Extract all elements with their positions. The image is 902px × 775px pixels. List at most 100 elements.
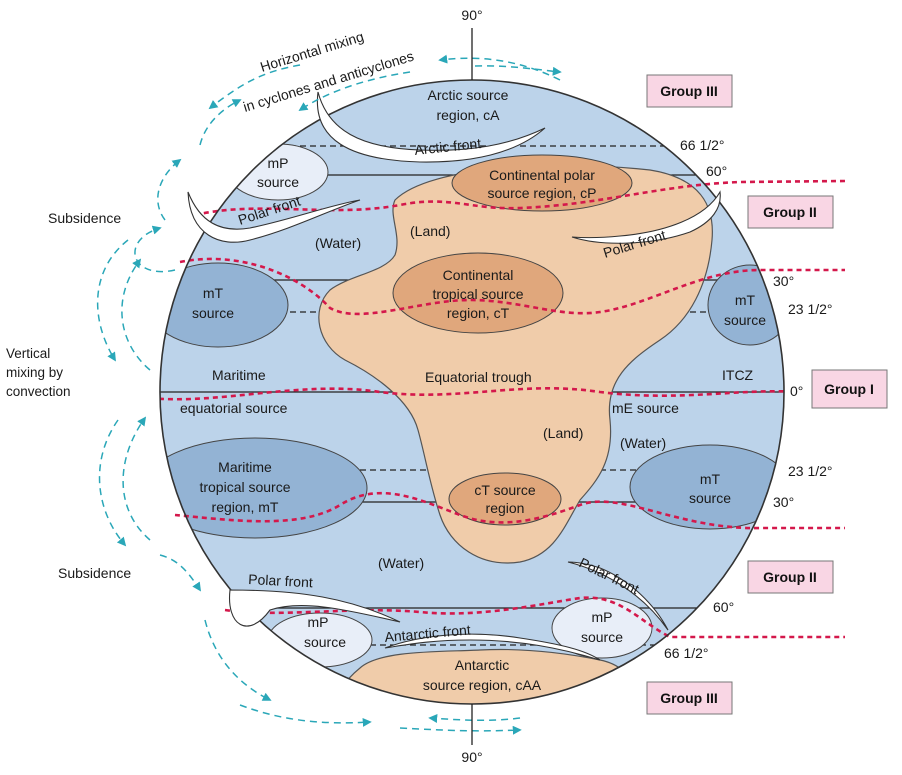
arctic-label-l2: region, cA <box>436 107 500 123</box>
polar-front-ne-shape <box>571 190 721 244</box>
arrow-h5 <box>199 99 242 146</box>
lat-60s-label: 60° <box>713 599 734 615</box>
antarctic-front-label: Antarctic front <box>384 622 472 645</box>
cp-ellipse <box>451 154 633 212</box>
group-iii-bottom-box: Group III <box>646 681 733 715</box>
arrow-s1 <box>157 158 182 221</box>
ct-l1: Continental <box>443 267 514 283</box>
axis-bottom-label: 90° <box>461 749 482 765</box>
lat-23n-label: 23 1/2° <box>788 301 833 317</box>
svg-text:Group III: Group III <box>660 690 718 706</box>
polar-front-sw-shape <box>229 589 401 627</box>
mt-sw-ellipse <box>160 437 368 539</box>
arrow-h2 <box>298 71 411 111</box>
arrow-v4 <box>122 416 151 541</box>
ct-ellipse <box>392 252 564 334</box>
mp-sw-l1: mP <box>308 614 329 630</box>
mt-ne-l2: source <box>724 312 766 328</box>
ct-l3: region, cT <box>447 305 510 321</box>
circulation-arrows <box>96 54 562 735</box>
arrow-v1 <box>96 239 129 362</box>
arctic-label-l1: Arctic source <box>428 87 509 103</box>
front-30s <box>174 491 845 530</box>
itcz-line <box>160 387 784 401</box>
arctic-front-label: Arctic front <box>414 135 482 158</box>
antarctic-l2: source region, cAA <box>423 677 542 693</box>
antarctic-l1: Antarctic <box>455 657 509 673</box>
axis-top-label: 90° <box>461 7 482 23</box>
mt-se-ellipse <box>629 444 784 530</box>
arrow-s2 <box>134 225 176 273</box>
lat-66s-label: 66 1/2° <box>664 645 709 661</box>
arrow-s3 <box>159 554 201 592</box>
group-iii-top-box: Group III <box>646 74 733 108</box>
mp-nw-ellipse <box>227 143 329 201</box>
svg-text:Group I: Group I <box>824 381 874 397</box>
vertical-mixing-l1: Vertical <box>6 346 50 361</box>
cp-l1: Continental polar <box>489 167 595 183</box>
mp-sw-l2: source <box>304 634 346 650</box>
lat-23s-label: 23 1/2° <box>788 463 833 479</box>
mt-nw-l1: mT <box>203 285 224 301</box>
maritime-label: Maritime <box>212 367 266 383</box>
me-source-label: mE source <box>612 400 679 416</box>
arrow-h3 <box>208 64 301 110</box>
water-s-label: (Water) <box>378 555 424 571</box>
mt-se-l2: source <box>689 490 731 506</box>
ct-l2: tropical source <box>432 286 523 302</box>
lat-30n-label: 30° <box>773 273 794 289</box>
lat-0-label: 0° <box>790 383 803 399</box>
front-60n <box>194 179 846 217</box>
ct-s-l2: region <box>486 500 525 516</box>
group-ii-bottom-box: Group II <box>747 560 834 594</box>
arrow-b4 <box>428 713 521 723</box>
cp-l2: source region, cP <box>488 185 597 201</box>
lat-66n-label: 66 1/2° <box>680 137 725 153</box>
arrow-v3 <box>98 419 127 547</box>
polar-front-nw-shape <box>187 191 361 243</box>
mt-nw-l2: source <box>192 305 234 321</box>
water-s-right-label: (Water) <box>620 435 666 451</box>
mt-nw-ellipse <box>160 262 289 348</box>
group-i-box: Group I <box>811 369 888 409</box>
land-s-label: (Land) <box>543 425 583 441</box>
mt-ne-l1: mT <box>735 292 756 308</box>
eq-trough-label: Equatorial trough <box>425 369 532 385</box>
svg-text:Group III: Group III <box>660 83 718 99</box>
land-n-label: (Land) <box>410 223 450 239</box>
ct-s-ellipse <box>448 472 562 526</box>
antarctic-front-shape <box>384 633 601 661</box>
subsidence-top: Subsidence <box>48 210 121 226</box>
svg-text:Group II: Group II <box>763 204 817 220</box>
eq-source-label: equatorial source <box>180 400 288 416</box>
arrow-b1 <box>204 619 272 701</box>
mt-sw-l3: region, mT <box>212 499 279 515</box>
lat-60n-label: 60° <box>706 163 727 179</box>
arrow-h1 <box>438 54 561 81</box>
mt-sw-l1: Maritime <box>218 459 272 475</box>
svg-text:Group II: Group II <box>763 569 817 585</box>
water-n-label: (Water) <box>315 235 361 251</box>
polar-front-se-shape <box>567 561 669 631</box>
arrow-h4 <box>474 65 562 76</box>
arctic-front-shape <box>316 91 546 163</box>
mt-se-l1: mT <box>700 471 721 487</box>
vertical-mixing-l2: mixing by <box>6 365 63 380</box>
ct-s-l1: cT source <box>474 482 535 498</box>
mt-sw-l2: tropical source <box>199 479 290 495</box>
mp-nw-l1: mP <box>268 155 289 171</box>
arrow-b3 <box>399 725 522 735</box>
mp-se-l2: source <box>581 629 623 645</box>
itcz-label: ITCZ <box>722 367 754 383</box>
mp-se-l1: mP <box>592 609 613 625</box>
front-60s <box>224 596 845 639</box>
subsidence-bottom: Subsidence <box>58 565 131 581</box>
group-ii-top-box: Group II <box>747 195 834 229</box>
vertical-mixing-l3: convection <box>6 384 71 399</box>
lat-30s-label: 30° <box>773 494 794 510</box>
mp-nw-l2: source <box>257 174 299 190</box>
arrow-v2 <box>121 258 151 371</box>
polar-front-sw-label: Polar front <box>248 571 313 590</box>
arrow-b2 <box>239 704 372 727</box>
